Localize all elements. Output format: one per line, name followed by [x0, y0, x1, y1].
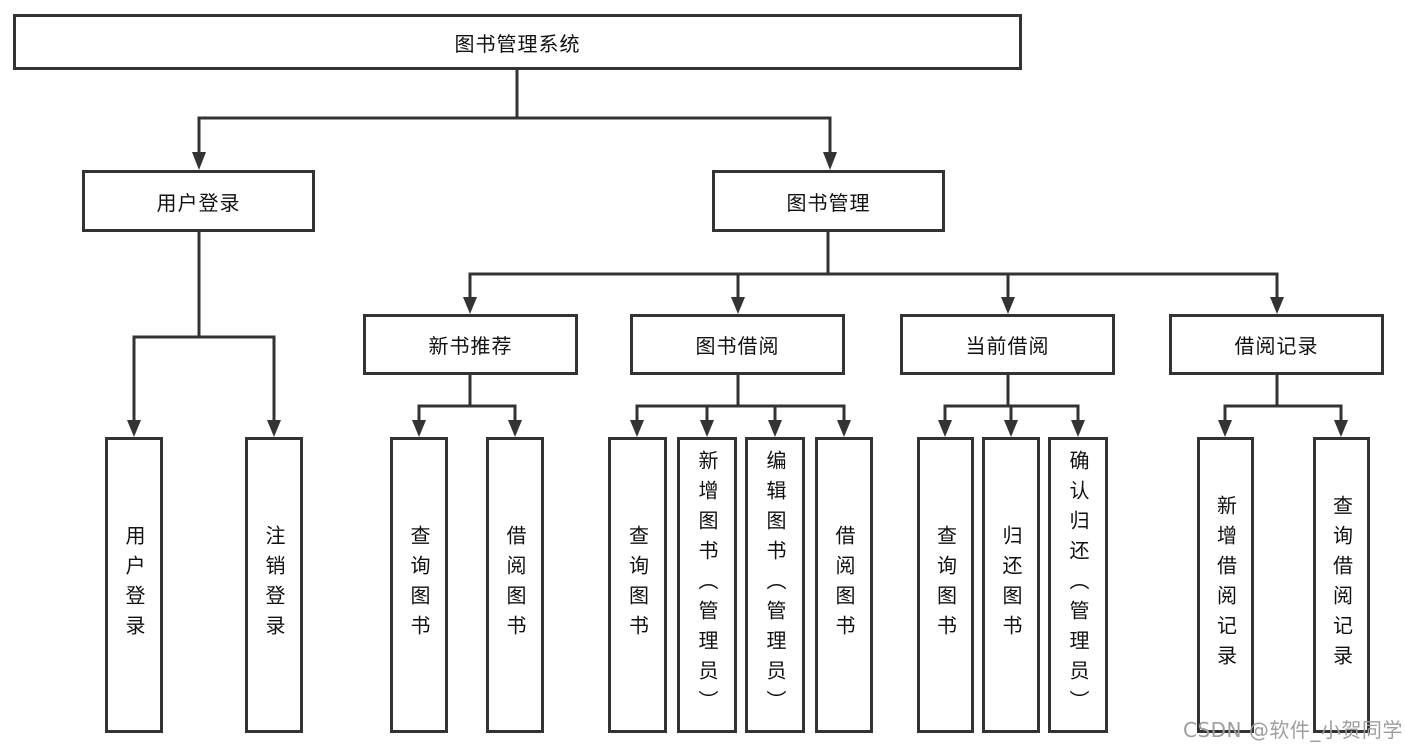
leaf-confirm-return-admin-label: 确认归还（管理员） [1066, 450, 1090, 720]
leaf-add-books-admin-label: 新增图书（管理员） [695, 450, 719, 720]
leaf-query-books-current: 查询图书 [917, 437, 974, 733]
leaf-add-borrow-record-label: 新增借阅记录 [1213, 495, 1238, 675]
leaf-logout: 注销登录 [245, 437, 303, 733]
node-library-system-label: 图书管理系统 [454, 31, 581, 56]
leaf-return-books-label: 归还图书 [999, 525, 1023, 645]
leaf-edit-books-admin: 编辑图书（管理员） [745, 437, 805, 733]
leaf-query-borrow-record: 查询借阅记录 [1313, 437, 1370, 733]
node-new-book-recommendation-label: 新书推荐 [428, 334, 513, 358]
node-book-management-label: 图书管理 [786, 190, 871, 215]
leaf-query-books-borrowing: 查询图书 [608, 437, 667, 733]
leaf-edit-books-admin-label: 编辑图书（管理员） [763, 450, 787, 720]
csdn-watermark: CSDN @软件_小贺同学 [1183, 718, 1403, 742]
leaf-query-books-recommendation-label: 查询图书 [407, 525, 431, 645]
node-current-borrowing: 当前借阅 [900, 314, 1115, 375]
node-current-borrowing-label: 当前借阅 [965, 334, 1050, 358]
leaf-add-borrow-record: 新增借阅记录 [1197, 437, 1254, 733]
leaf-query-books-borrowing-label: 查询图书 [625, 525, 650, 645]
node-user-login-label: 用户登录 [156, 190, 241, 215]
node-book-management: 图书管理 [712, 170, 945, 232]
node-borrowing-records: 借阅记录 [1169, 314, 1384, 375]
leaf-confirm-return-admin: 确认归还（管理员） [1048, 437, 1108, 733]
leaf-add-books-admin: 新增图书（管理员） [677, 437, 737, 733]
node-user-login: 用户登录 [82, 170, 315, 232]
leaf-return-books: 归还图书 [982, 437, 1040, 733]
leaf-logout-label: 注销登录 [262, 525, 286, 645]
node-borrowing-records-label: 借阅记录 [1234, 334, 1319, 358]
leaf-borrow-books-borrowing-label: 借阅图书 [832, 525, 856, 645]
leaf-query-borrow-record-label: 查询借阅记录 [1329, 495, 1354, 675]
node-library-system: 图书管理系统 [13, 14, 1022, 70]
node-book-borrowing: 图书借阅 [630, 314, 845, 375]
node-book-borrowing-label: 图书借阅 [695, 334, 780, 358]
leaf-query-books-recommendation: 查询图书 [390, 437, 448, 733]
leaf-query-books-current-label: 查询图书 [933, 525, 958, 645]
leaf-user-login: 用户登录 [105, 437, 163, 733]
leaf-borrow-books-recommendation-label: 借阅图书 [503, 525, 527, 645]
leaf-user-login-label: 用户登录 [122, 525, 146, 645]
node-new-book-recommendation: 新书推荐 [363, 314, 578, 375]
leaf-borrow-books-recommendation: 借阅图书 [486, 437, 544, 733]
leaf-borrow-books-borrowing: 借阅图书 [815, 437, 873, 733]
